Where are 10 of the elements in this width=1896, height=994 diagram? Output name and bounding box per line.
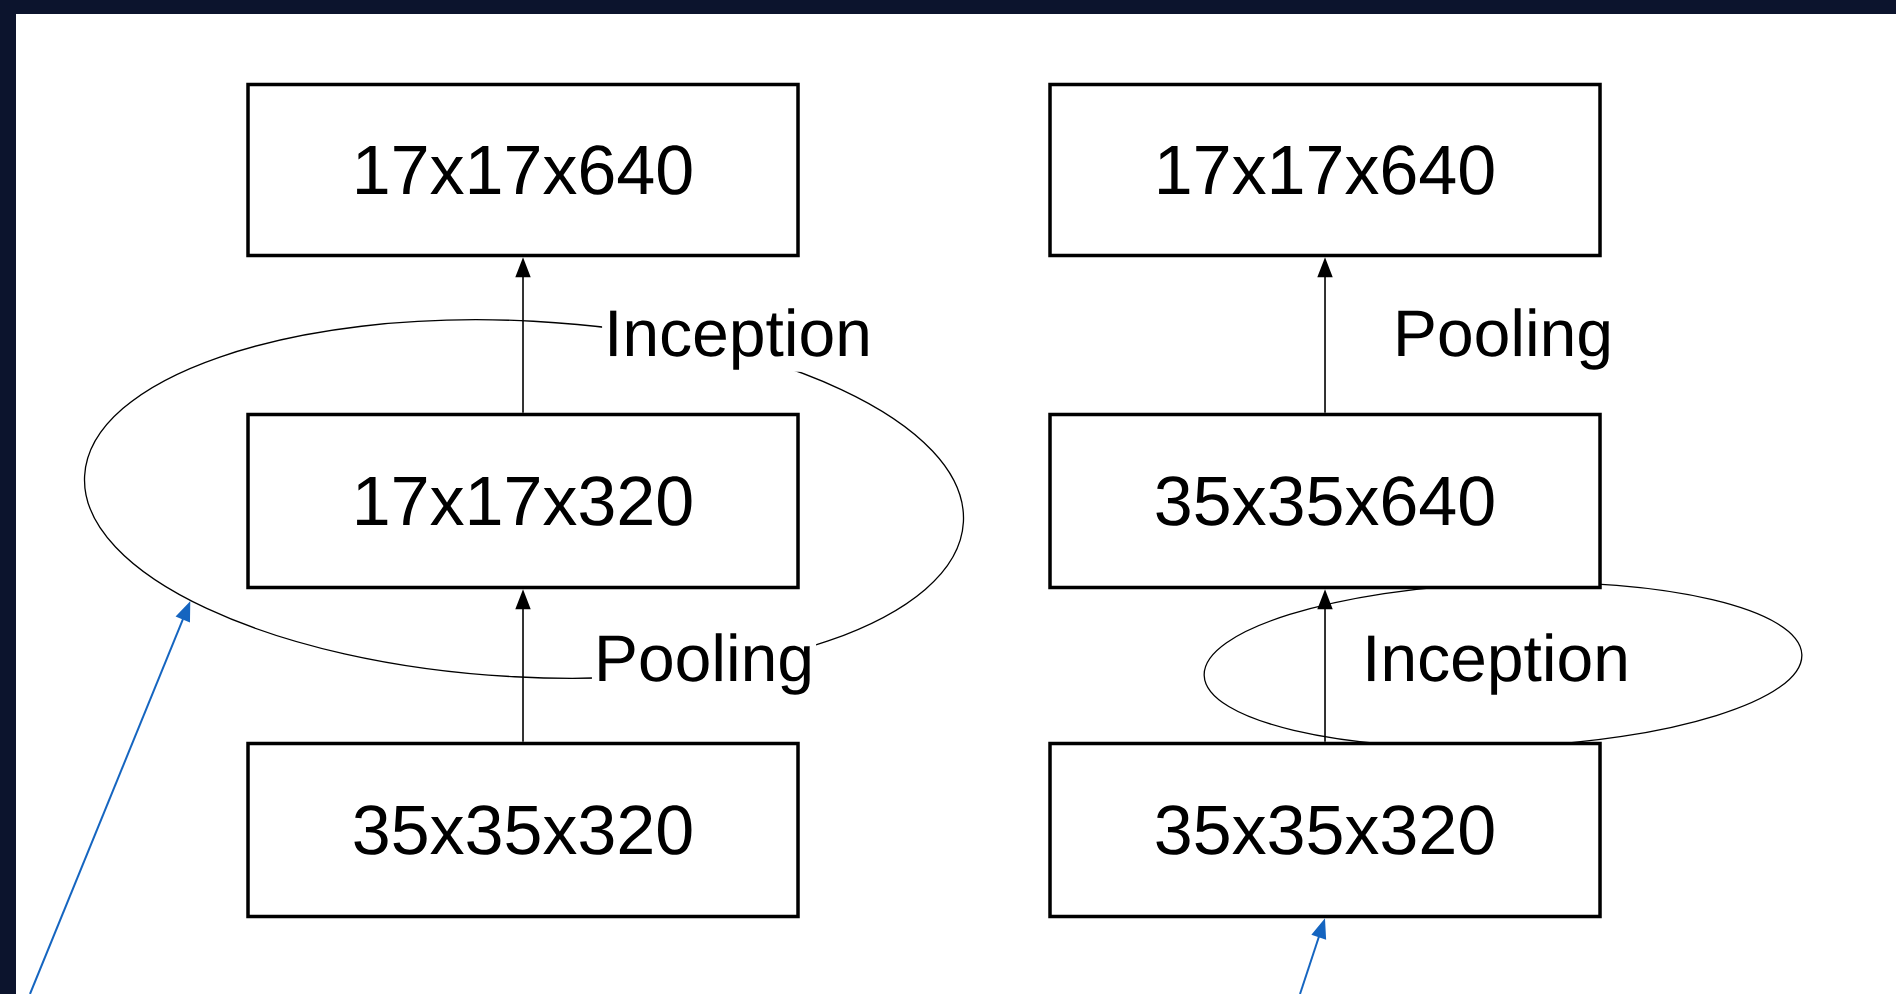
layer-box: 35x35x640	[1048, 412, 1602, 590]
edge-label: Inception	[1360, 631, 1632, 697]
layer-box: 35x35x320	[246, 741, 800, 919]
layer-box: 17x17x640	[1048, 82, 1602, 258]
edge-label: Inception	[602, 306, 874, 372]
edge-label: Pooling	[1390, 306, 1616, 372]
layer-box: 17x17x320	[246, 412, 800, 590]
layer-box: 17x17x640	[246, 82, 800, 258]
edge-label: Pooling	[591, 631, 817, 697]
layer-box: 35x35x320	[1048, 741, 1602, 919]
